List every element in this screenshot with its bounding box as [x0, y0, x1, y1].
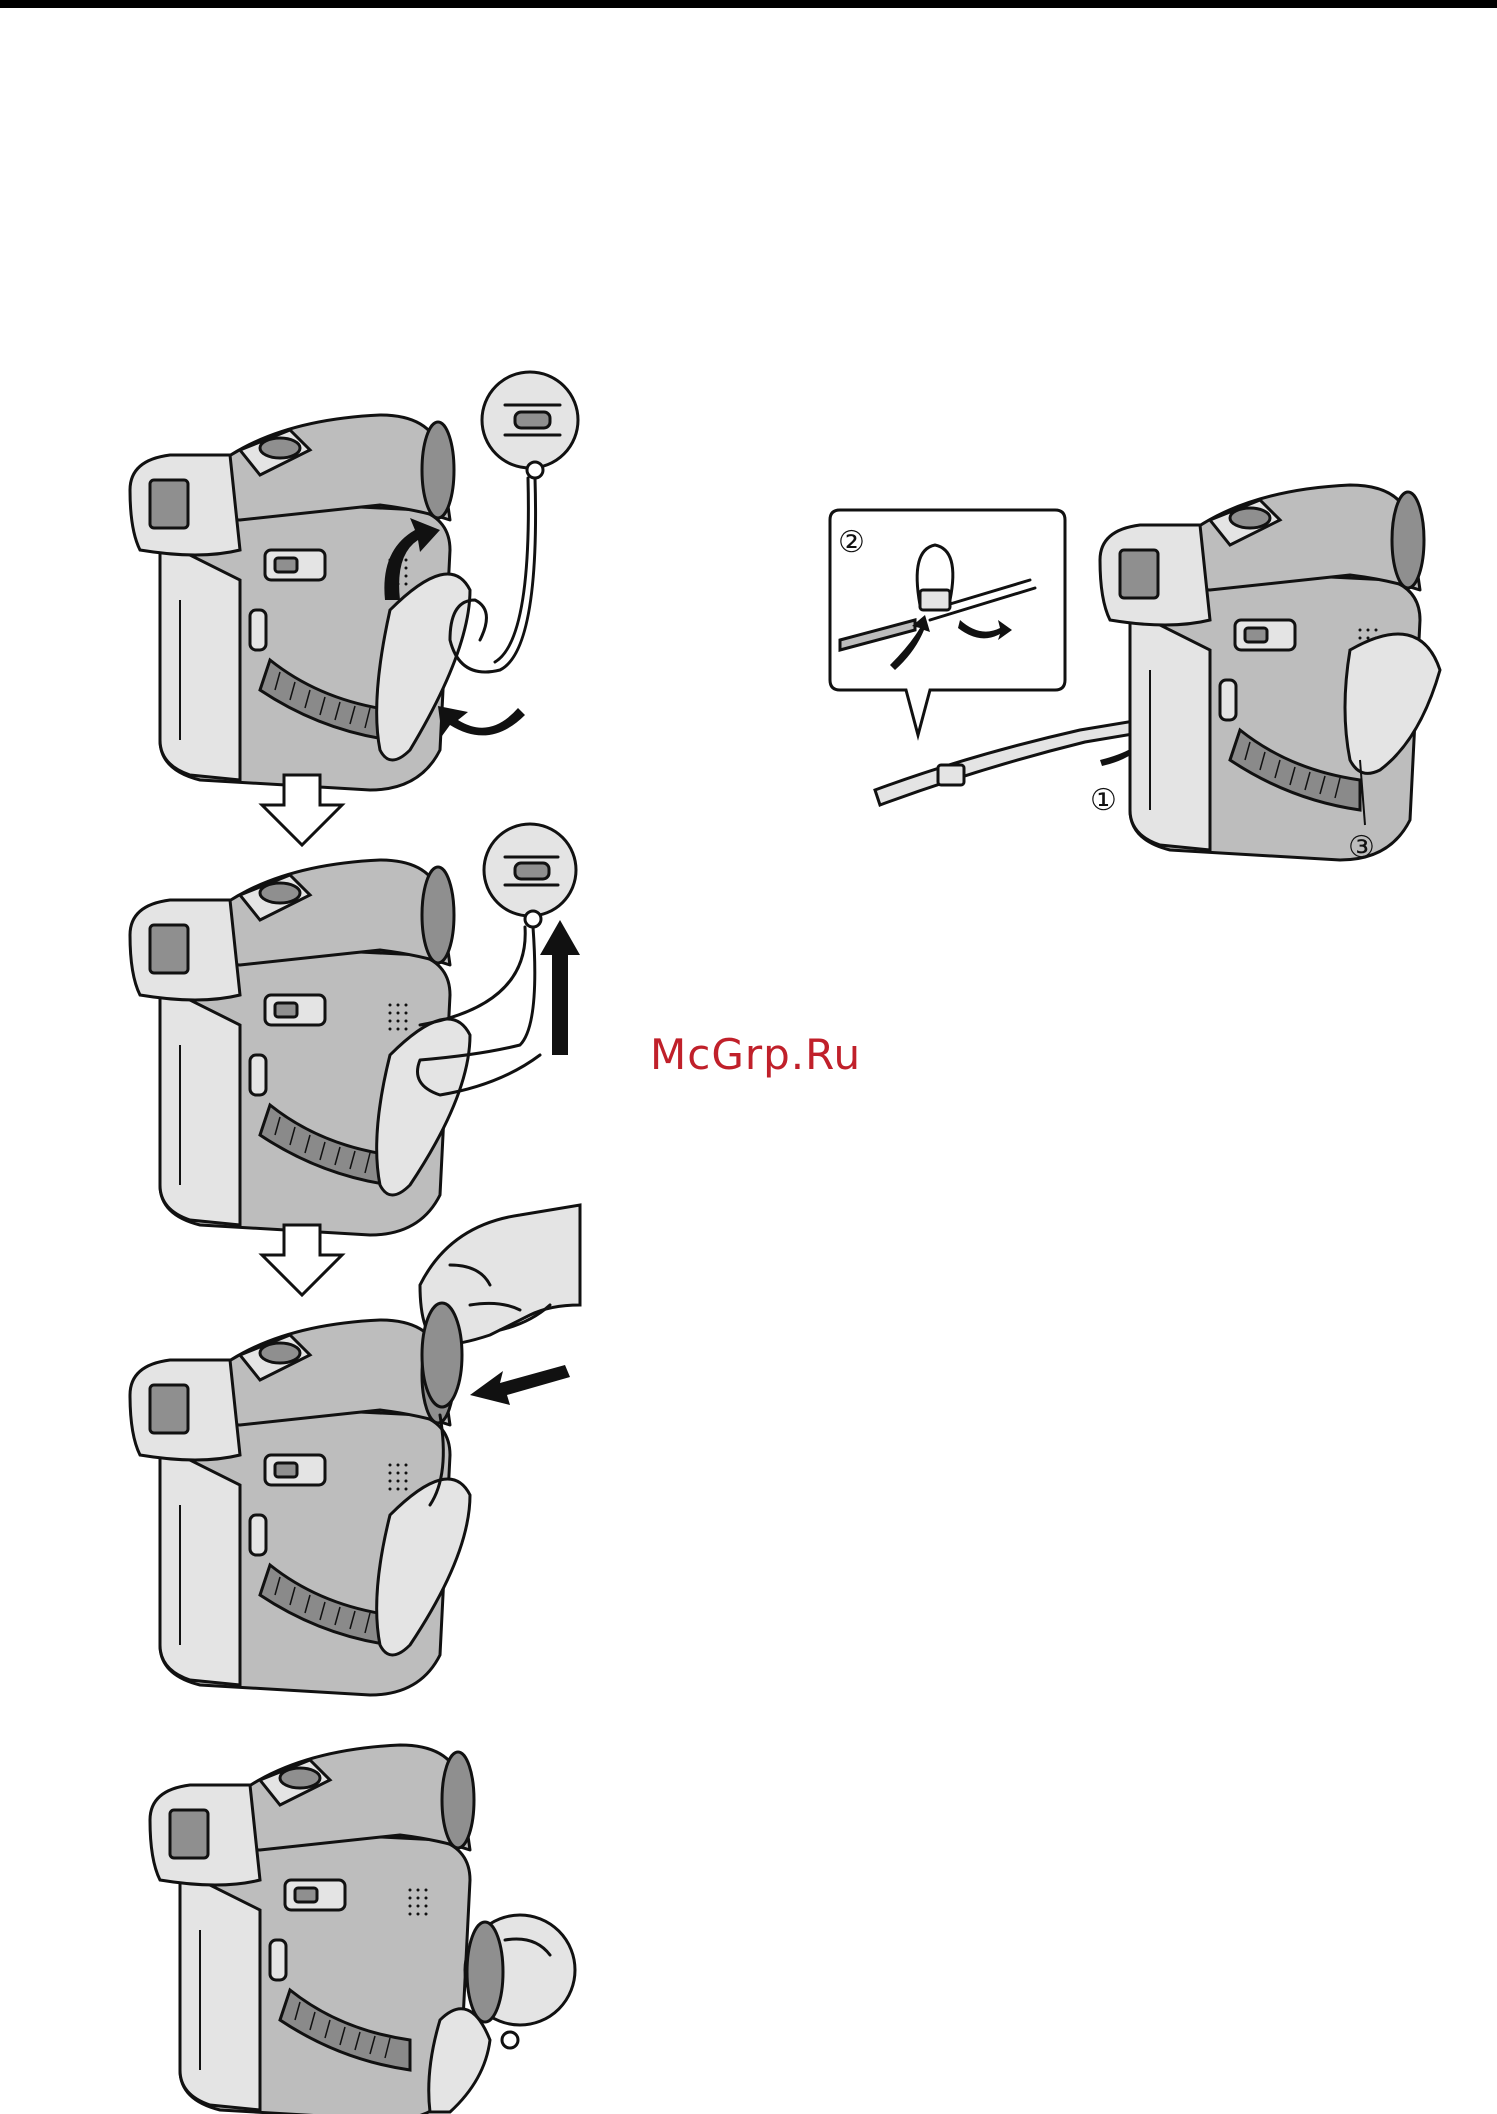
callout-1: ① — [1090, 783, 1117, 818]
figure-final — [140, 1740, 570, 2114]
figure-step-2 — [120, 825, 590, 1205]
top-rule — [0, 0, 1497, 8]
figure-step-3 — [120, 1205, 600, 1665]
inset-detail: ② — [830, 510, 1065, 735]
lens-cap-icon — [484, 824, 576, 927]
lens-cap-icon — [482, 372, 578, 478]
figure-shoulder-strap: ② ① ③ — [820, 470, 1430, 890]
watermark: McGrp.Ru — [650, 1030, 861, 1079]
figure-step-1 — [120, 370, 590, 770]
callout-3: ③ — [1348, 830, 1375, 865]
callout-2: ② — [838, 525, 865, 560]
